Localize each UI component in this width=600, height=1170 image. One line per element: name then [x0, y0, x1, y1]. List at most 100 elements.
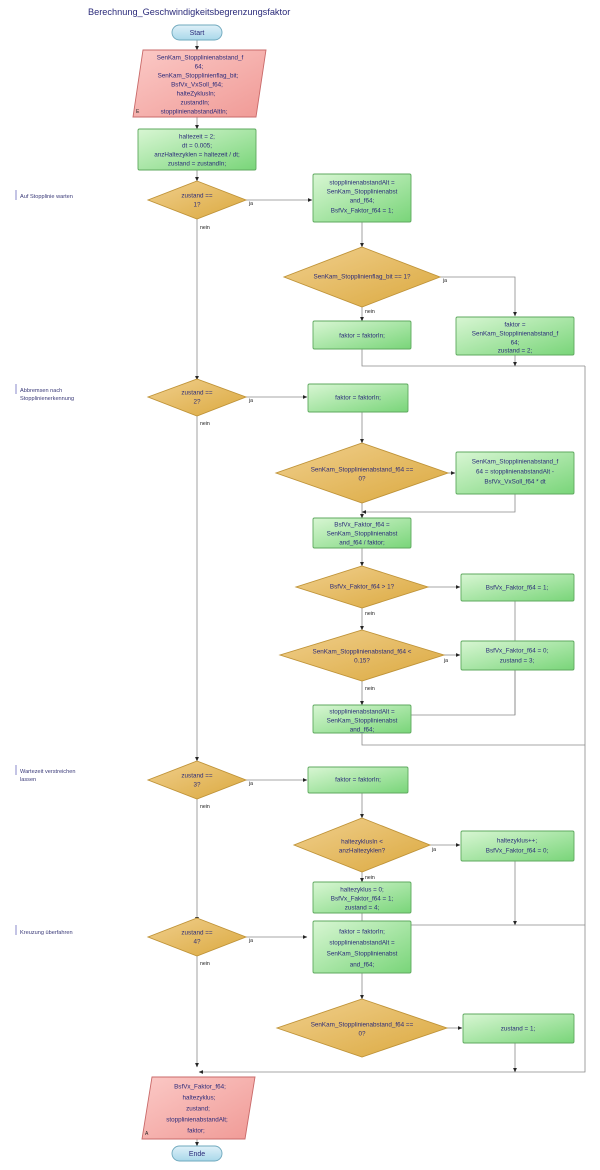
node-inputs-line-6: zustandIn;: [180, 100, 209, 107]
node-process-p2[interactable]: faktor = faktorIn;: [312, 320, 412, 350]
node-outputs-line-1: BsfVx_Faktor_f64;: [174, 1084, 226, 1091]
node-p6-line-1: BsfVx_Faktor_f64 =: [334, 522, 390, 529]
phase-label-3: Wartezeit verstreichen lassen: [15, 765, 75, 783]
node-decision-abstand-lt-015[interactable]: SenKam_Stopplinienabstand_f64 < 0.15?: [278, 629, 446, 682]
node-process-p12[interactable]: haltezyklus = 0; BsfVx_Faktor_f64 = 1; z…: [312, 881, 412, 914]
node-process-p10[interactable]: faktor = faktorIn;: [307, 766, 409, 794]
node-init-line-2: dt = 0.005;: [182, 143, 212, 150]
node-outputs-line-4: stopplinienabstandAlt;: [166, 1117, 228, 1124]
node-outputs[interactable]: A BsfVx_Faktor_f64; haltezyklus; zustand…: [141, 1076, 256, 1140]
node-p5-line-1: SenKam_Stopplinienabstand_f: [472, 459, 559, 466]
node-decision-zustand-4[interactable]: zustand == 4?: [146, 917, 248, 957]
node-p1-line-1: stopplinienabstandAlt =: [329, 180, 395, 187]
node-p5-line-3: BsfVx_VxSoll_f64 * dt: [484, 479, 546, 486]
node-inputs-line-2: 64;: [195, 64, 204, 71]
node-d1-line-2: 1?: [193, 202, 201, 209]
node-d3-line-1: zustand ==: [181, 390, 212, 397]
node-process-p1[interactable]: stopplinienabstandAlt = SenKam_Stopplini…: [312, 173, 412, 223]
node-d9-line-2: 4?: [193, 939, 201, 946]
node-end-label: Ende: [189, 1151, 205, 1158]
node-d4-line-1: SenKam_Stopplinienabstand_f64 ==: [311, 467, 414, 474]
node-p9-line-3: and_f64;: [350, 727, 375, 734]
node-p14-line-1: zustand = 1;: [501, 1026, 536, 1033]
node-process-p6[interactable]: BsfVx_Faktor_f64 = SenKam_Stopplinienabs…: [312, 517, 412, 549]
node-process-p14[interactable]: zustand = 1;: [462, 1013, 575, 1044]
node-process-p3[interactable]: faktor = SenKam_Stopplinienabstand_f 64;…: [455, 316, 575, 356]
node-p13-line-2: stopplinienabstandAlt =: [329, 940, 395, 947]
node-p12-line-2: BsfVx_Faktor_f64 = 1;: [331, 896, 394, 903]
edge-label-d5-no: nein: [365, 611, 375, 617]
node-process-p7[interactable]: BsfVx_Faktor_f64 = 1;: [460, 573, 575, 602]
edge-label-d8-yes: ja: [431, 847, 436, 853]
node-start-label: Start: [190, 30, 205, 37]
node-p10-line-1: faktor = faktorIn;: [335, 777, 381, 784]
node-p13-line-4: and_f64;: [350, 962, 375, 969]
node-p12-line-3: zustand = 4;: [345, 905, 380, 912]
node-outputs-line-2: haltezyklus;: [183, 1095, 216, 1102]
node-p13-line-3: SenKam_Stopplinienabst: [327, 951, 398, 958]
phase-2-text-line2: Stopplinienerkennung: [20, 396, 74, 402]
node-decision-faktor-gt-1[interactable]: BsfVx_Faktor_f64 > 1?: [294, 565, 430, 609]
node-p2-line-1: faktor = faktorIn;: [339, 333, 385, 340]
node-decision-zustand-2[interactable]: zustand == 2?: [146, 378, 248, 417]
node-decision-stopplinienflag[interactable]: SenKam_Stopplinienflag_bit == 1?: [282, 246, 442, 308]
node-p3-line-3: 64;: [511, 340, 520, 347]
phase-label-4: Kreuzung überfahren: [15, 925, 73, 936]
node-d1-line-1: zustand ==: [181, 193, 212, 200]
node-p3-line-1: faktor =: [504, 322, 525, 329]
node-d4-line-2: 0?: [358, 476, 366, 483]
edge-label-d1-yes: ja: [248, 201, 253, 207]
node-p8-line-1: BsfVx_Faktor_f64 = 0;: [486, 648, 549, 655]
node-p1-line-2: SenKam_Stopplinienabst: [327, 189, 398, 196]
node-p8-line-2: zustand = 3;: [500, 658, 535, 665]
node-inputs-line-1: SenKam_Stopplinienabstand_f: [157, 55, 244, 62]
node-process-p8[interactable]: BsfVx_Faktor_f64 = 0; zustand = 3;: [460, 640, 575, 671]
node-decision-abstand-zero-1[interactable]: SenKam_Stopplinienabstand_f64 == 0?: [274, 442, 450, 504]
node-p4-line-1: faktor = faktorIn;: [335, 395, 381, 402]
node-d8-line-2: anzHaltezyklen?: [339, 848, 386, 855]
node-d5-line-1: BsfVx_Faktor_f64 > 1?: [330, 584, 395, 591]
node-inputs-line-3: SenKam_Stopplinienflag_bit;: [158, 73, 239, 80]
node-inputs-line-4: BsfVx_VxSoll_f64;: [171, 82, 223, 89]
phase-1-text: Auf Stopplinie warten: [20, 194, 73, 200]
edge-label-d1-no: nein: [200, 225, 210, 231]
node-init[interactable]: haltezeit = 2; dt = 0.005; anzHaltezykle…: [137, 128, 257, 171]
node-d10-line-1: SenKam_Stopplinienabstand_f64 ==: [311, 1022, 414, 1029]
node-decision-haltezyklus[interactable]: haltezyklusIn < anzHaltezyklen?: [292, 817, 432, 873]
node-inputs-marker: E: [136, 109, 140, 115]
edge-label-d6-yes: ja: [443, 658, 448, 664]
edge-label-d9-no: nein: [200, 961, 210, 967]
phase-label-2: Abbremsen nach Stopplinienerkennung: [15, 384, 74, 402]
node-p5-line-2: 64 = stopplinienabstandAlt -: [476, 469, 554, 476]
node-p9-line-1: stopplinienabstandAlt =: [329, 709, 395, 716]
node-end[interactable]: Ende: [171, 1145, 223, 1162]
node-start[interactable]: Start: [171, 24, 223, 41]
node-inputs[interactable]: E SenKam_Stopplinienabstand_f 64; SenKam…: [132, 49, 267, 118]
node-outputs-line-5: faktor;: [187, 1128, 205, 1135]
node-init-line-4: zustand = zustandIn;: [168, 161, 227, 168]
node-p12-line-1: haltezyklus = 0;: [340, 887, 384, 894]
node-process-p5[interactable]: SenKam_Stopplinienabstand_f 64 = stoppli…: [455, 451, 575, 495]
node-init-line-3: anzHaltezyklen = haltezeit / dt;: [154, 152, 240, 159]
edge-label-d2-no: nein: [365, 309, 375, 315]
node-d6-line-1: SenKam_Stopplinienabstand_f64 <: [313, 649, 412, 656]
node-d3-line-2: 2?: [193, 399, 201, 406]
phase-label-1: Auf Stopplinie warten: [15, 190, 73, 200]
node-process-p4[interactable]: faktor = faktorIn;: [307, 383, 409, 413]
node-p6-line-2: SenKam_Stopplinienabst: [327, 531, 398, 538]
node-inputs-line-7: stopplinienabstandAltIn;: [161, 109, 228, 116]
node-decision-abstand-zero-2[interactable]: SenKam_Stopplinienabstand_f64 == 0?: [275, 998, 449, 1058]
phase-4-text: Kreuzung überfahren: [20, 930, 73, 936]
node-decision-zustand-1[interactable]: zustand == 1?: [146, 180, 248, 220]
connectors: [195, 40, 586, 1147]
node-d7-line-2: 3?: [193, 782, 201, 789]
node-decision-zustand-3[interactable]: zustand == 3?: [146, 760, 248, 800]
node-d7-line-1: zustand ==: [181, 773, 212, 780]
node-process-p13[interactable]: faktor = faktorIn; stopplinienabstandAlt…: [312, 920, 412, 974]
node-process-p9[interactable]: stopplinienabstandAlt = SenKam_Stopplini…: [312, 704, 412, 734]
node-process-p11[interactable]: haltezyklus++; BsfVx_Faktor_f64 = 0;: [460, 830, 575, 862]
node-d2-line-1: SenKam_Stopplinienflag_bit == 1?: [314, 274, 411, 281]
phase-2-text-line1: Abbremsen nach: [20, 388, 62, 394]
page-title: Berechnung_Geschwindigkeitsbegrenzungsfa…: [88, 7, 290, 17]
